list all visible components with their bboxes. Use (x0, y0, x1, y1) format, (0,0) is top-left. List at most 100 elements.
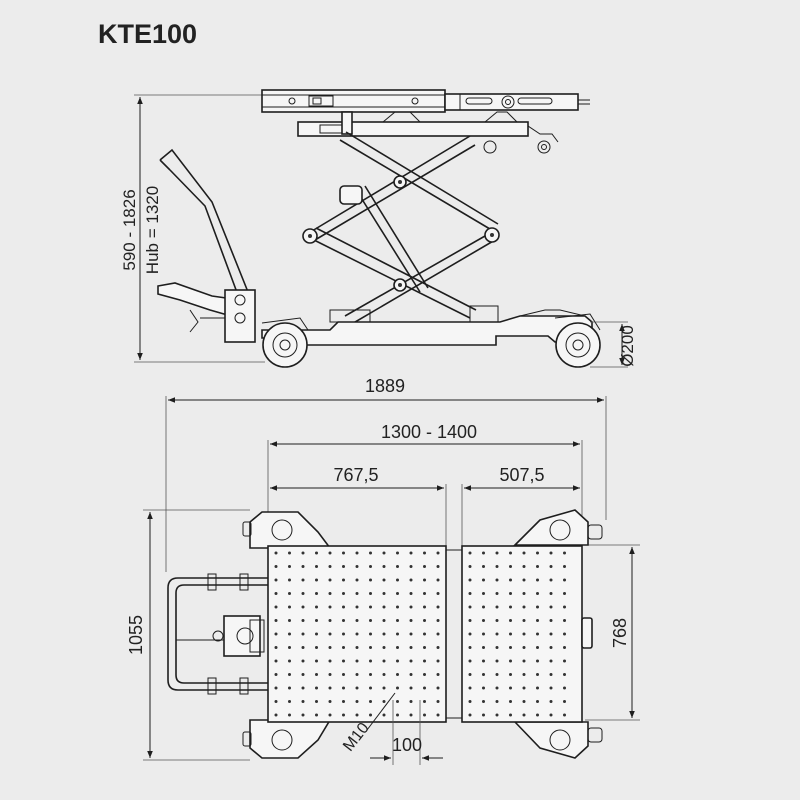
mounting-hole (509, 605, 512, 609)
mounting-hole (315, 605, 318, 609)
mounting-hole (482, 605, 485, 609)
mounting-hole (382, 673, 386, 676)
mounting-hole (423, 632, 426, 636)
mounting-hole (423, 619, 426, 622)
mounting-hole (468, 686, 472, 690)
front-section-label: 767,5 (333, 465, 378, 485)
mounting-hole (409, 551, 413, 555)
mounting-hole (301, 605, 305, 609)
mounting-hole (563, 565, 566, 568)
mounting-hole (369, 673, 372, 676)
mounting-hole (423, 605, 426, 609)
mounting-hole (423, 551, 426, 555)
mounting-hole (274, 686, 278, 690)
mounting-hole (522, 605, 526, 609)
mounting-hole (315, 686, 318, 690)
mounting-hole (382, 578, 386, 582)
section-dimensions: 767,5 507,5 (270, 465, 580, 548)
mounting-hole (436, 578, 440, 582)
mounting-hole (409, 592, 413, 595)
mounting-hole (274, 592, 278, 595)
hole-spacing-dimension: 100 (370, 700, 443, 765)
upper-frame (297, 111, 559, 154)
mounting-hole (482, 673, 485, 676)
caster-front-top (242, 511, 332, 549)
mounting-hole (328, 686, 332, 690)
mounting-hole (409, 565, 413, 568)
wheel-dimension: Ø200 (590, 321, 637, 368)
mounting-hole (369, 700, 372, 703)
mounting-holes-rear (468, 551, 566, 717)
hole-spacing-label: 100 (392, 735, 422, 755)
top-view: 1889 1300 - 1400 767,5 507,5 1055 (126, 376, 640, 765)
scissor-mechanism (302, 131, 500, 326)
mounting-hole (328, 700, 332, 703)
mounting-hole (563, 619, 566, 622)
mounting-hole (369, 605, 372, 609)
mounting-hole (423, 686, 426, 690)
mounting-hole (482, 578, 485, 582)
mounting-hole (342, 673, 345, 676)
mounting-hole (288, 713, 291, 717)
mounting-hole (522, 646, 526, 649)
mounting-hole (549, 646, 553, 649)
mounting-hole (509, 565, 512, 568)
mounting-hole (328, 659, 332, 663)
mounting-hole (549, 632, 553, 636)
mounting-hole (436, 713, 440, 717)
width-dimension: 1055 (126, 509, 250, 761)
mounting-hole (468, 605, 472, 609)
mounting-hole (315, 700, 318, 703)
mounting-hole (328, 646, 332, 649)
mounting-hole (549, 551, 553, 555)
mounting-hole (563, 632, 566, 636)
mounting-hole (522, 565, 526, 568)
mounting-hole (509, 713, 512, 717)
mounting-hole (274, 619, 278, 622)
mounting-hole (482, 659, 485, 663)
mounting-hole (274, 713, 278, 717)
mounting-hole (396, 713, 399, 717)
mounting-hole (549, 578, 553, 582)
mounting-hole (274, 578, 278, 582)
mounting-hole (301, 686, 305, 690)
mounting-hole (468, 673, 472, 676)
mounting-hole (301, 592, 305, 595)
mounting-hole (509, 578, 512, 582)
mounting-hole (382, 605, 386, 609)
mounting-hole (355, 686, 359, 690)
mounting-hole (423, 646, 426, 649)
mounting-holes-front (274, 551, 440, 717)
mounting-hole (522, 659, 526, 663)
mounting-hole (342, 632, 345, 636)
mounting-hole (288, 592, 291, 595)
mounting-hole (382, 551, 386, 555)
mounting-hole (288, 700, 291, 703)
mounting-hole (355, 605, 359, 609)
mounting-hole (328, 605, 332, 609)
tow-handle (157, 148, 256, 343)
mounting-hole (468, 592, 472, 595)
mounting-hole (396, 700, 399, 703)
mounting-hole (355, 713, 359, 717)
mounting-hole (342, 565, 345, 568)
mounting-hole (436, 605, 440, 609)
mounting-hole (522, 713, 526, 717)
mounting-hole (495, 619, 499, 622)
mounting-hole (482, 619, 485, 622)
mounting-hole (301, 659, 305, 663)
mounting-hole (369, 713, 372, 717)
mounting-hole (409, 619, 413, 622)
chassis (261, 305, 593, 346)
mounting-hole (495, 578, 499, 582)
mounting-hole (342, 713, 345, 717)
mounting-hole (355, 659, 359, 663)
mounting-hole (288, 673, 291, 676)
mounting-hole (482, 565, 485, 568)
mounting-hole (355, 551, 359, 555)
mounting-hole (522, 700, 526, 703)
mounting-hole (536, 619, 539, 622)
mounting-hole (396, 578, 399, 582)
mounting-hole (301, 673, 305, 676)
